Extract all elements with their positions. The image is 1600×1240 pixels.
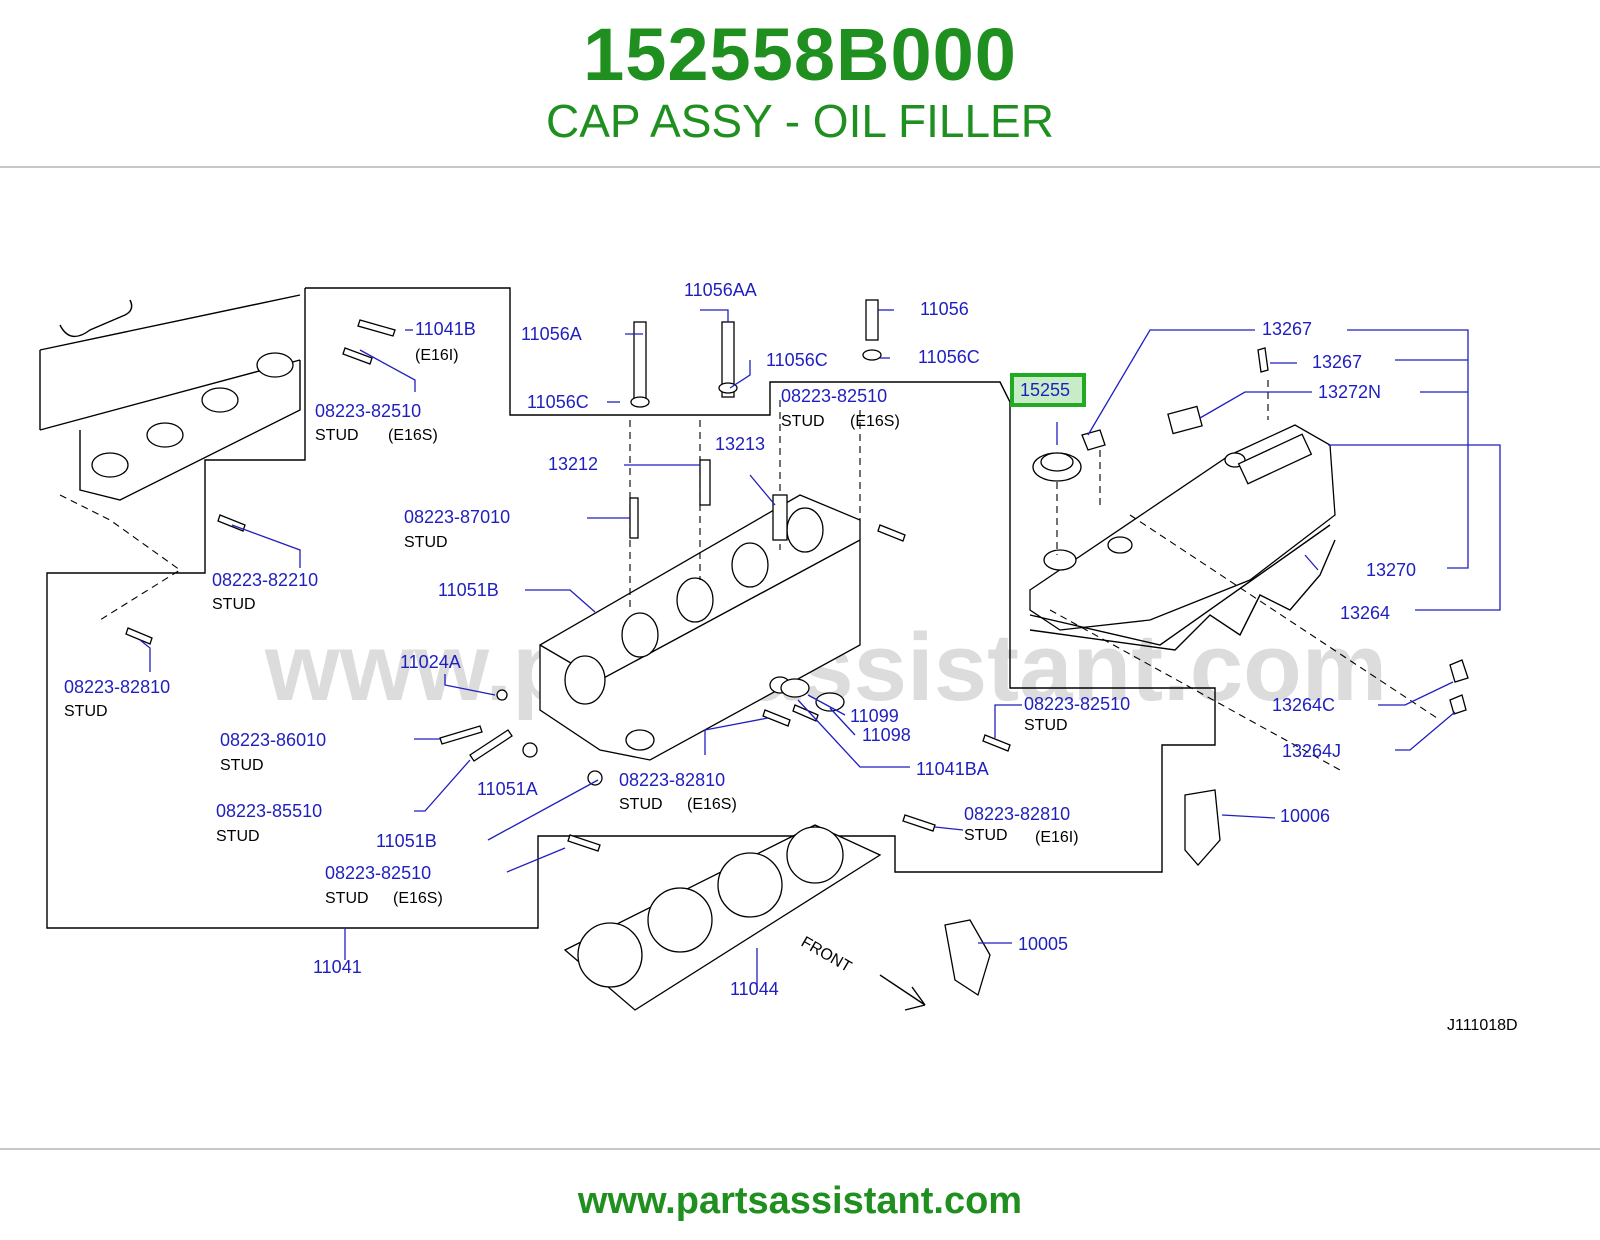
head-bolts — [629, 299, 882, 541]
highlight-box — [1010, 373, 1086, 407]
callout-08223-82810[interactable]: 08223-82810 — [64, 677, 170, 697]
callout-stud: STUD — [212, 596, 256, 613]
diagram-reference-code: J111018D — [1447, 1017, 1518, 1034]
callout-11024a[interactable]: 11024A — [400, 652, 461, 672]
callout-stud: STUD — [1024, 717, 1068, 734]
callout-08223-82510[interactable]: 08223-82510 — [1024, 694, 1130, 714]
callout-08223-87010[interactable]: 08223-87010 — [404, 507, 510, 527]
callout-11056c[interactable]: 11056C — [766, 350, 828, 370]
callout-08223-82510[interactable]: 08223-82510 — [315, 401, 421, 421]
callout-08223-82810[interactable]: 08223-82810 — [619, 770, 725, 790]
callout-13264[interactable]: 13264 — [1340, 603, 1390, 623]
callout-13267[interactable]: 13267 — [1312, 352, 1362, 372]
callout-e16s: (E16S) — [393, 890, 443, 907]
callout-e16s: (E16S) — [388, 427, 438, 444]
callout-08223-86010[interactable]: 08223-86010 — [220, 730, 326, 750]
cylinder-head — [539, 400, 861, 761]
oil-filler-cap — [1032, 452, 1082, 555]
callout-11051a[interactable]: 11051A — [477, 779, 538, 799]
callout-13213[interactable]: 13213 — [715, 434, 765, 454]
callout-stud: STUD — [64, 703, 108, 720]
engine-brackets — [944, 789, 1221, 997]
front-arrow: FRONT — [798, 934, 926, 1011]
callout-e16s: (E16S) — [687, 796, 737, 813]
front-label: FRONT — [798, 934, 854, 976]
callout-stud: STUD — [964, 827, 1008, 844]
callout-10005[interactable]: 10005 — [1018, 934, 1068, 954]
callout-stud: STUD — [619, 796, 663, 813]
callout-stud: STUD — [325, 890, 369, 907]
callout-e16i: (E16I) — [415, 347, 459, 364]
seals — [496, 678, 845, 786]
callout-13267[interactable]: 13267 — [1262, 319, 1312, 339]
callout-11056c[interactable]: 11056C — [918, 347, 980, 367]
callout-stud: STUD — [216, 828, 260, 845]
callout-e16s: (E16S) — [850, 413, 900, 430]
studs — [125, 319, 1011, 852]
callout-10006[interactable]: 10006 — [1280, 806, 1330, 826]
callout-08223-82510[interactable]: 08223-82510 — [781, 386, 887, 406]
callout-labels: 11041B (E16I) 08223-82510 STUD (E16S) 08… — [64, 280, 1416, 999]
callout-stud: STUD — [404, 534, 448, 551]
rocker-cover — [1029, 424, 1441, 771]
callout-11041ba[interactable]: 11041BA — [916, 759, 989, 779]
callout-stud: STUD — [315, 427, 359, 444]
callout-11056[interactable]: 11056 — [920, 299, 969, 319]
callout-13264c[interactable]: 13264C — [1272, 695, 1335, 715]
callout-11044[interactable]: 11044 — [730, 979, 779, 999]
callout-11041[interactable]: 11041 — [313, 957, 362, 977]
callout-11051b[interactable]: 11051B — [376, 831, 437, 851]
callout-stud: STUD — [220, 757, 264, 774]
callout-13272n[interactable]: 13272N — [1318, 382, 1381, 402]
callout-11041b[interactable]: 11041B — [415, 319, 476, 339]
callout-08223-85510[interactable]: 08223-85510 — [216, 801, 322, 821]
manifold-sketch — [39, 294, 301, 621]
footer-url[interactable]: www.partsassistant.com — [577, 1180, 1023, 1222]
callout-13212[interactable]: 13212 — [548, 454, 598, 474]
callout-11056a[interactable]: 11056A — [521, 324, 582, 344]
head-gasket — [563, 824, 882, 1011]
callout-08223-82810[interactable]: 08223-82810 — [964, 804, 1070, 824]
callout-11098[interactable]: 11098 — [862, 725, 911, 745]
callout-11099[interactable]: 11099 — [850, 706, 899, 726]
callout-13264j[interactable]: 13264J — [1282, 741, 1341, 761]
callout-08223-82510[interactable]: 08223-82510 — [325, 863, 431, 883]
cover-gasket — [1029, 539, 1336, 651]
right-small-parts — [1081, 347, 1469, 715]
callout-stud: STUD — [781, 413, 825, 430]
parts-diagram: www.partsassistant.com — [39, 280, 1518, 1034]
callout-08223-82210[interactable]: 08223-82210 — [212, 570, 318, 590]
leader-lines — [139, 309, 1501, 988]
callout-11051b[interactable]: 11051B — [438, 580, 499, 600]
part-name-subtitle: CAP ASSY - OIL FILLER — [546, 95, 1054, 147]
callout-13270[interactable]: 13270 — [1366, 560, 1416, 580]
callout-11056c[interactable]: 11056C — [527, 392, 589, 412]
callout-e16i: (E16I) — [1035, 829, 1079, 846]
group-frames — [46, 287, 1216, 929]
footer-divider — [0, 1148, 1600, 1150]
header-divider — [0, 166, 1600, 168]
part-number-title: 152558B000 — [583, 13, 1017, 96]
callout-15255-highlighted[interactable]: 15255 — [1020, 380, 1070, 400]
callout-11056aa[interactable]: 11056AA — [684, 280, 757, 300]
